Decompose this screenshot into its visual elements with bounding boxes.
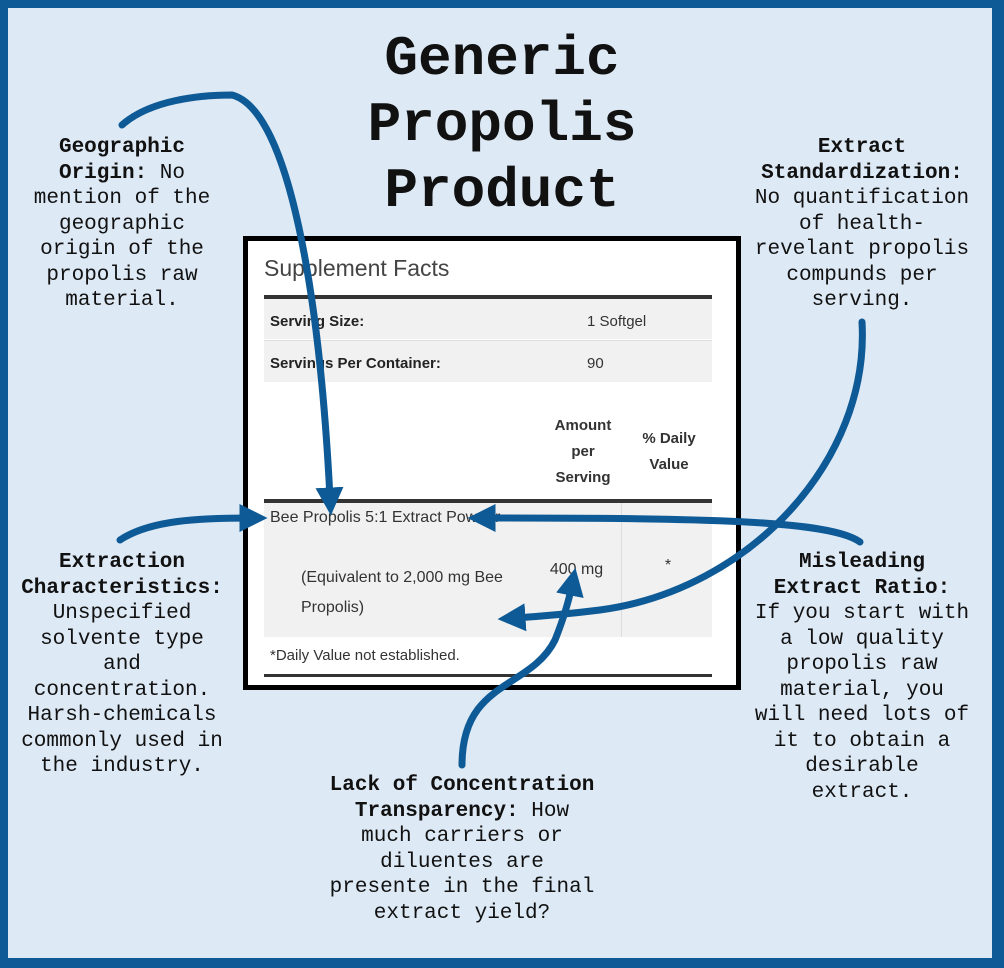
amount-header: Amount per Serving xyxy=(554,417,612,486)
annotation-geographic-origin: Geographic Origin: No mention of the geo… xyxy=(27,135,216,314)
annotation-body: Unspecified solvente type and concentrat… xyxy=(21,602,223,778)
arrow-geographic-origin xyxy=(118,91,344,516)
arrow-extract-standardization xyxy=(497,318,866,632)
annotation-body: No quantification of health-revelant pro… xyxy=(754,187,970,312)
annotation-title: Misleading Extract Ratio: xyxy=(773,551,951,600)
annotation-body: No mention of the geographic origin of t… xyxy=(33,161,211,313)
annotation-body: How much carriers or diluentes are prese… xyxy=(329,799,595,925)
servings-row: Servings Per Container: 90 xyxy=(264,340,712,382)
annotation-title: Extraction Characteristics: xyxy=(21,551,223,600)
annotation-extraction-characteristics: Extraction Characteristics: Unspecified … xyxy=(21,550,223,780)
ingredient-daily-value: * xyxy=(664,557,672,574)
daily-value-header: % Daily Value xyxy=(642,430,696,473)
column-divider xyxy=(621,503,622,637)
page-title: Generic Propolis Product xyxy=(0,26,1004,224)
ingredient-note: (Equivalent to 2,000 mg Bee Propolis) xyxy=(301,569,503,616)
annotation-title: Lack of Concentration Transparency: xyxy=(329,774,595,823)
footnote: *Daily Value not established. xyxy=(270,647,460,664)
serving-size-value: 1 Softgel xyxy=(587,313,647,330)
annotation-concentration-transparency: Lack of Concentration Transparency: How … xyxy=(330,773,595,926)
facts-heading: Supplement Facts xyxy=(264,255,450,281)
annotation-body: If you start with a low quality propolis… xyxy=(754,602,970,804)
annotation-title: Extract Standardization: xyxy=(761,136,963,185)
divider xyxy=(264,499,712,503)
divider xyxy=(264,295,712,299)
divider xyxy=(264,674,712,677)
servings-label: Servings Per Container: xyxy=(270,355,441,372)
annotation-misleading-ratio: Misleading Extract Ratio: If you start w… xyxy=(755,550,969,805)
annotation-title: Geographic Origin: xyxy=(58,136,186,185)
annotation-extract-standardization: Extract Standardization: No quantificati… xyxy=(755,135,969,314)
title-text: Generic Propolis Product xyxy=(367,27,637,223)
servings-value: 90 xyxy=(587,355,604,372)
arrow-concentration xyxy=(458,567,584,769)
arrow-extraction xyxy=(116,504,268,544)
arrow-misleading-ratio xyxy=(467,504,864,546)
